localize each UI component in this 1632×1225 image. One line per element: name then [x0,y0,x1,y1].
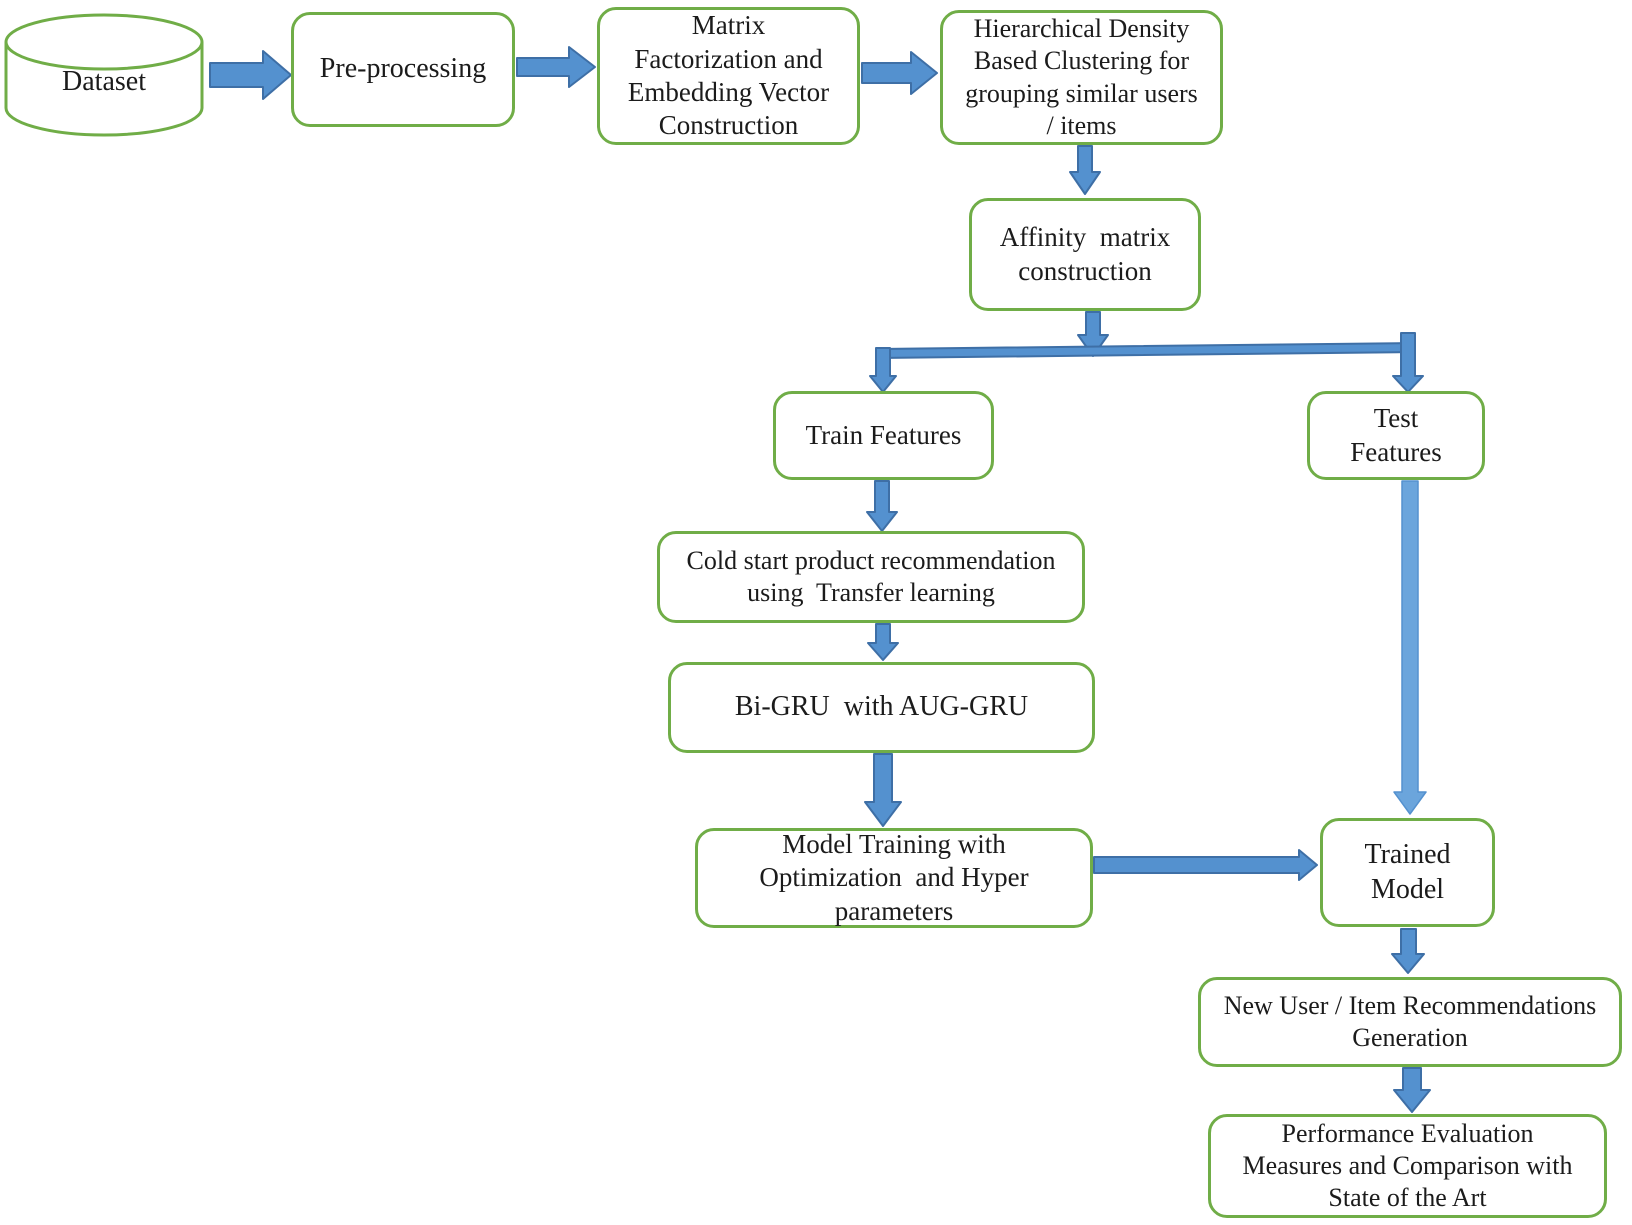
arrow-affinity-to-split-bar [1077,311,1109,357]
node-trained-model: Trained Model [1320,818,1495,927]
node-hierarchical-clustering: Hierarchical Density Based Clustering fo… [940,10,1223,145]
node-recommendations-label: New User / Item Recommendations Generati… [1223,990,1597,1052]
node-cold-start-label: Cold start product recommendation using … [686,545,1056,607]
node-performance: Performance Evaluation Measures and Comp… [1208,1114,1607,1218]
split-bar [875,342,1416,359]
arrow-trained-model-to-recommendations [1391,928,1425,974]
node-train-features: Train Features [773,391,994,480]
node-hierarchical-clustering-label: Hierarchical Density Based Clustering fo… [965,14,1198,140]
arrow-preprocessing-to-matrix [516,46,596,88]
database-cylinder-shape [4,13,204,137]
arrow-matrix-to-hierarchical [861,51,938,95]
node-train-features-label: Train Features [805,419,962,450]
node-trained-model-label: Trained Model [1364,838,1451,905]
node-matrix-factorization: Matrix Factorization and Embedding Vecto… [597,7,860,145]
node-affinity-matrix: Affinity matrix construction [969,198,1201,311]
arrow-recommendations-to-performance [1393,1067,1431,1113]
arrow-hierarchical-to-affinity [1069,145,1101,195]
node-preprocessing-label: Pre-processing [319,53,487,85]
node-bi-gru: Bi-GRU with AUG-GRU [668,662,1095,753]
node-dataset: Dataset [14,48,194,116]
node-matrix-factorization-label: Matrix Factorization and Embedding Vecto… [627,10,830,141]
arrow-test-features-to-trained-model [1393,480,1427,815]
arrow-dataset-to-preprocessing [209,50,292,100]
node-bi-gru-label: Bi-GRU with AUG-GRU [734,691,1029,723]
node-test-features-label: Test Features [1350,403,1442,467]
node-model-training: Model Training with Optimization and Hyp… [695,828,1093,928]
arrow-cold-start-to-bigru [867,623,899,661]
arrow-bigru-to-model-training [864,753,902,827]
node-cold-start: Cold start product recommendation using … [657,531,1085,623]
arrow-train-to-cold-start [866,480,898,532]
node-model-training-label: Model Training with Optimization and Hyp… [759,828,1029,926]
node-recommendations: New User / Item Recommendations Generati… [1198,977,1622,1067]
node-affinity-matrix-label: Affinity matrix construction [999,222,1171,286]
node-preprocessing: Pre-processing [291,12,515,127]
node-test-features: Test Features [1307,391,1485,480]
arrow-split-to-test-features [1392,332,1424,393]
arrow-split-to-train-features [869,347,897,393]
arrow-model-training-to-trained-model [1093,849,1318,881]
node-dataset-label: Dataset [62,66,146,97]
node-performance-label: Performance Evaluation Measures and Comp… [1242,1118,1573,1213]
